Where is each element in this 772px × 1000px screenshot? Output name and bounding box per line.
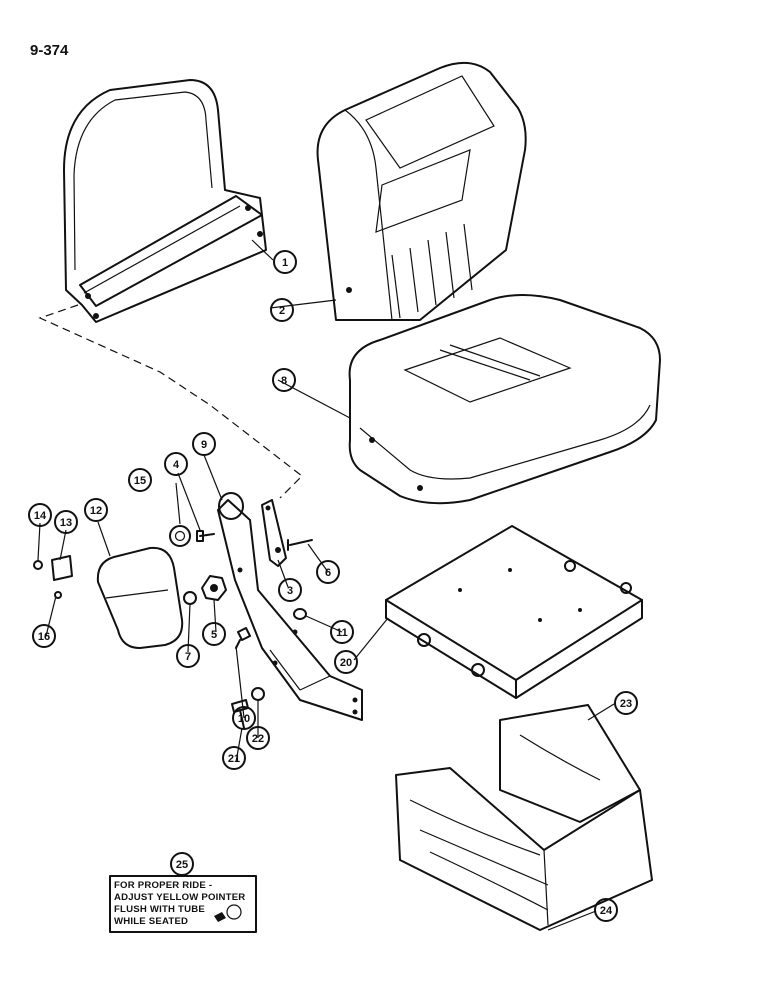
screw-14 (33, 560, 43, 570)
svg-text:4: 4 (173, 459, 180, 471)
callout-22: 22 (246, 726, 270, 750)
callout-11: 11 (330, 620, 354, 644)
svg-text:13: 13 (60, 517, 72, 529)
svg-text:21: 21 (228, 753, 240, 765)
suspension-boot-lower (395, 767, 653, 931)
callouts: 1 2 3 4 5 6 7 8 9 10 11 12 13 14 15 16 2… (28, 250, 638, 922)
nut-7 (183, 591, 197, 605)
decal-line-4: WHILE SEATED (114, 916, 188, 927)
armrest-pad (96, 546, 184, 649)
pointer-link (261, 499, 287, 567)
svg-text:8: 8 (281, 375, 287, 387)
leader-lines (37, 239, 615, 931)
svg-text:6: 6 (325, 567, 331, 579)
svg-text:23: 23 (620, 698, 632, 710)
callout-6: 6 (316, 560, 340, 584)
washer-11 (293, 608, 307, 620)
callout-25: 25 (170, 852, 194, 876)
callout-12: 12 (84, 498, 108, 522)
seat-back-cover (63, 79, 267, 323)
washer-22 (251, 687, 265, 701)
svg-text:3: 3 (287, 585, 293, 597)
mounting-plate (51, 555, 73, 581)
callout-10: 10 (232, 706, 256, 730)
callout-20: 20 (334, 650, 358, 674)
suspension-plate (385, 525, 643, 699)
callout-16: 16 (32, 624, 56, 648)
callout-4: 4 (164, 452, 188, 476)
svg-text:12: 12 (90, 505, 102, 517)
screw-16 (54, 591, 62, 599)
svg-text:14: 14 (34, 510, 47, 522)
warning-decal: FOR PROPER RIDE - ADJUST YELLOW POINTER … (109, 875, 257, 933)
svg-text:25: 25 (176, 859, 188, 871)
svg-text:16: 16 (38, 631, 50, 643)
svg-text:22: 22 (252, 733, 264, 745)
attachment-dashed-line (38, 304, 303, 499)
callout-7: 7 (176, 644, 200, 668)
callout-13: 13 (54, 510, 78, 534)
svg-text:20: 20 (340, 657, 352, 669)
svg-text:11: 11 (336, 627, 348, 639)
callout-2: 2 (270, 298, 294, 322)
armrest-bracket (217, 492, 363, 721)
svg-text:10: 10 (238, 713, 250, 725)
seat-cushion (348, 294, 661, 505)
suspension-boot-upper (499, 704, 641, 823)
decal-line-2: ADJUST YELLOW POINTER (114, 892, 245, 903)
callout-9: 9 (192, 432, 216, 456)
callout-15: 15 (128, 468, 152, 492)
svg-text:9: 9 (201, 439, 207, 451)
callout-23: 23 (614, 691, 638, 715)
callout-24: 24 (594, 898, 618, 922)
decal-line-3: FLUSH WITH TUBE (114, 904, 205, 915)
screw-6 (287, 539, 313, 551)
callout-5: 5 (202, 622, 226, 646)
svg-text:1: 1 (282, 257, 288, 269)
decal-line-1: FOR PROPER RIDE - (114, 880, 212, 891)
callout-3: 3 (278, 578, 302, 602)
seat-back-cushion (316, 61, 527, 321)
adjustment-knob (201, 575, 227, 601)
callout-21: 21 (222, 746, 246, 770)
page-code: 9-374 (30, 42, 69, 59)
svg-text:15: 15 (134, 475, 146, 487)
callout-14: 14 (28, 503, 52, 527)
washer (169, 525, 191, 547)
callout-8: 8 (272, 368, 296, 392)
svg-text:2: 2 (279, 305, 285, 317)
bolt-4 (196, 530, 215, 542)
bolt-10 (235, 627, 251, 649)
svg-text:7: 7 (185, 651, 191, 663)
svg-text:24: 24 (600, 905, 613, 917)
svg-text:5: 5 (211, 629, 217, 641)
callout-1: 1 (273, 250, 297, 274)
